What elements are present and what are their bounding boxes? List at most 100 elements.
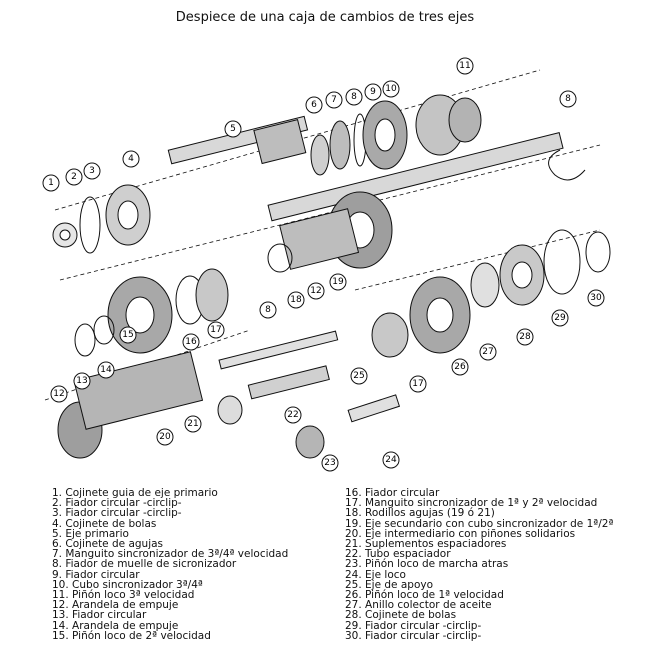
legend-item: 16. Fiador circular: [345, 487, 613, 499]
secondary-shaft-part: [267, 132, 564, 273]
legend-item-number: 16.: [345, 487, 366, 499]
callout-number: 24: [385, 455, 397, 465]
legend-item-text: Cojinete de bolas: [365, 609, 457, 622]
legend-item-text: Piñón loco 3ª velocidad: [72, 589, 195, 602]
legend-item-text: Tubo espaciador: [365, 548, 451, 561]
callout-3: 3: [83, 162, 101, 180]
callout-6: 6: [305, 96, 323, 114]
callout-number: 20: [159, 432, 171, 442]
legend-item: 22. Tubo espaciador: [345, 548, 613, 561]
legend-item: 25. Eje de apoyo: [345, 578, 613, 591]
legend-item-number: 3.: [52, 507, 66, 520]
legend-item-number: 10.: [52, 578, 73, 591]
legend-item: 5. Eje primario: [52, 527, 288, 540]
legend-item-number: 5.: [52, 527, 66, 540]
callout-25: 25: [350, 367, 368, 385]
legend-item: 27. Anillo colector de aceite: [345, 599, 613, 612]
callout-number: 1: [48, 178, 54, 188]
legend-item-number: 22.: [345, 548, 366, 561]
legend-item: 30. Fiador circular -circlip-: [345, 631, 613, 642]
legend-item-number: 28.: [345, 609, 366, 622]
legend-item: 23. Piñón loco de marcha atras: [345, 558, 613, 571]
legend-item: 7. Manguito sincronizador de 3ª/4ª veloc…: [52, 548, 289, 561]
callout-12: 12: [50, 385, 68, 403]
legend-item-number: 20.: [345, 527, 366, 540]
legend-item-text: Fiador circular -circlip-: [65, 507, 182, 520]
callout-20: 20: [156, 428, 174, 446]
callout-number: 6: [311, 100, 317, 110]
callout-11: 11: [456, 57, 474, 75]
legend-item-number: 4.: [52, 517, 66, 530]
legend-item-text: Piñón loco de 1ª velocidad: [365, 589, 504, 602]
legend-item-text: Anillo colector de aceite: [365, 599, 492, 612]
callout-number: 9: [370, 87, 376, 97]
callout-number: 4: [128, 154, 134, 164]
legend-item: 8. Fiador de muelle de sicronizador: [52, 559, 288, 570]
callout-26: 26: [451, 358, 469, 376]
legend-item-text: Piñón loco de 2ª velocidad: [72, 629, 211, 642]
legend-item-text: Piñón loco de marcha atras: [365, 558, 509, 571]
callout-22: 22: [284, 406, 302, 424]
legend-item-number: 21.: [345, 538, 366, 551]
legend-item: 14. Arandela de empuje: [52, 619, 288, 632]
callout-13: 13: [73, 372, 91, 390]
legend-item-number: 26.: [345, 589, 366, 602]
legend-item-text: Eje primario: [65, 527, 129, 540]
callout-30: 30: [587, 289, 605, 307]
callout-number: 28: [519, 332, 531, 342]
callout-number: 16: [185, 337, 197, 347]
legend-item-text: Suplementos espaciadores: [365, 538, 507, 551]
legend-item-text: Manguito sincronizador de 3ª/4ª velocida…: [65, 548, 289, 561]
callout-number: 29: [554, 313, 566, 323]
rear-bearing-group: [470, 229, 611, 308]
legend-item-text: Cojinete de agujas: [65, 538, 164, 551]
callout-number: 5: [230, 124, 236, 134]
callout-number: 8: [565, 94, 571, 104]
callout-15: 15: [119, 326, 137, 344]
legend-item-number: 1.: [52, 487, 66, 499]
legend-item-number: 25.: [345, 578, 366, 591]
callout-number: 23: [324, 458, 335, 468]
legend-item: 26. Piñón loco de 1ª velocidad: [345, 589, 613, 602]
callout-12: 12: [307, 282, 325, 300]
legend-item-number: 11.: [52, 589, 73, 602]
legend-item: 19. Eje secundario con cubo sincronizado…: [345, 517, 614, 530]
callout-number: 10: [385, 84, 397, 94]
callout-17: 17: [207, 321, 225, 339]
legend-item-number: 13.: [52, 609, 73, 622]
legend-item-text: Eje de apoyo: [365, 578, 434, 591]
legend-item-text: Eje loco: [365, 568, 406, 581]
legend-item-number: 29.: [345, 619, 366, 632]
legend-item: 28. Cojinete de bolas: [345, 609, 613, 622]
legend-item: 13. Fiador circular: [52, 609, 288, 622]
callout-4: 4: [122, 150, 140, 168]
callout-number: 13: [76, 376, 87, 386]
legend-item-number: 7.: [52, 548, 66, 561]
layshaft-group: [57, 330, 401, 459]
callout-28: 28: [516, 328, 534, 346]
legend-item-text: Rodillos agujas (19 ó 21): [365, 507, 495, 520]
legend-item: 1. Cojinete guia de eje primario: [52, 487, 288, 499]
legend-item: 6. Cojinete de agujas: [52, 538, 288, 551]
synchronizer-3-4-group: [310, 94, 586, 181]
legend-item-number: 12.: [52, 599, 73, 612]
second-speed-gear-group: [74, 268, 229, 357]
legend-item-number: 18.: [345, 507, 366, 520]
legend-item-number: 2.: [52, 497, 66, 510]
legend-item-text: Fiador circular -circlip-: [365, 619, 482, 632]
callout-number: 17: [210, 325, 221, 335]
callout-number: 17: [412, 379, 423, 389]
callout-21: 21: [184, 415, 202, 433]
callout-number: 11: [459, 61, 470, 71]
callout-19: 19: [329, 273, 347, 291]
callout-number: 3: [89, 166, 95, 176]
legend-item-number: 15.: [52, 629, 73, 642]
legend-item-text: Arandela de empuje: [72, 619, 179, 632]
callout-7: 7: [325, 91, 343, 109]
legend-item-text: Eje secundario con cubo sincronizador de…: [365, 517, 614, 530]
legend-item-number: 9.: [52, 568, 66, 581]
legend-item-text: Fiador circular: [65, 568, 140, 581]
